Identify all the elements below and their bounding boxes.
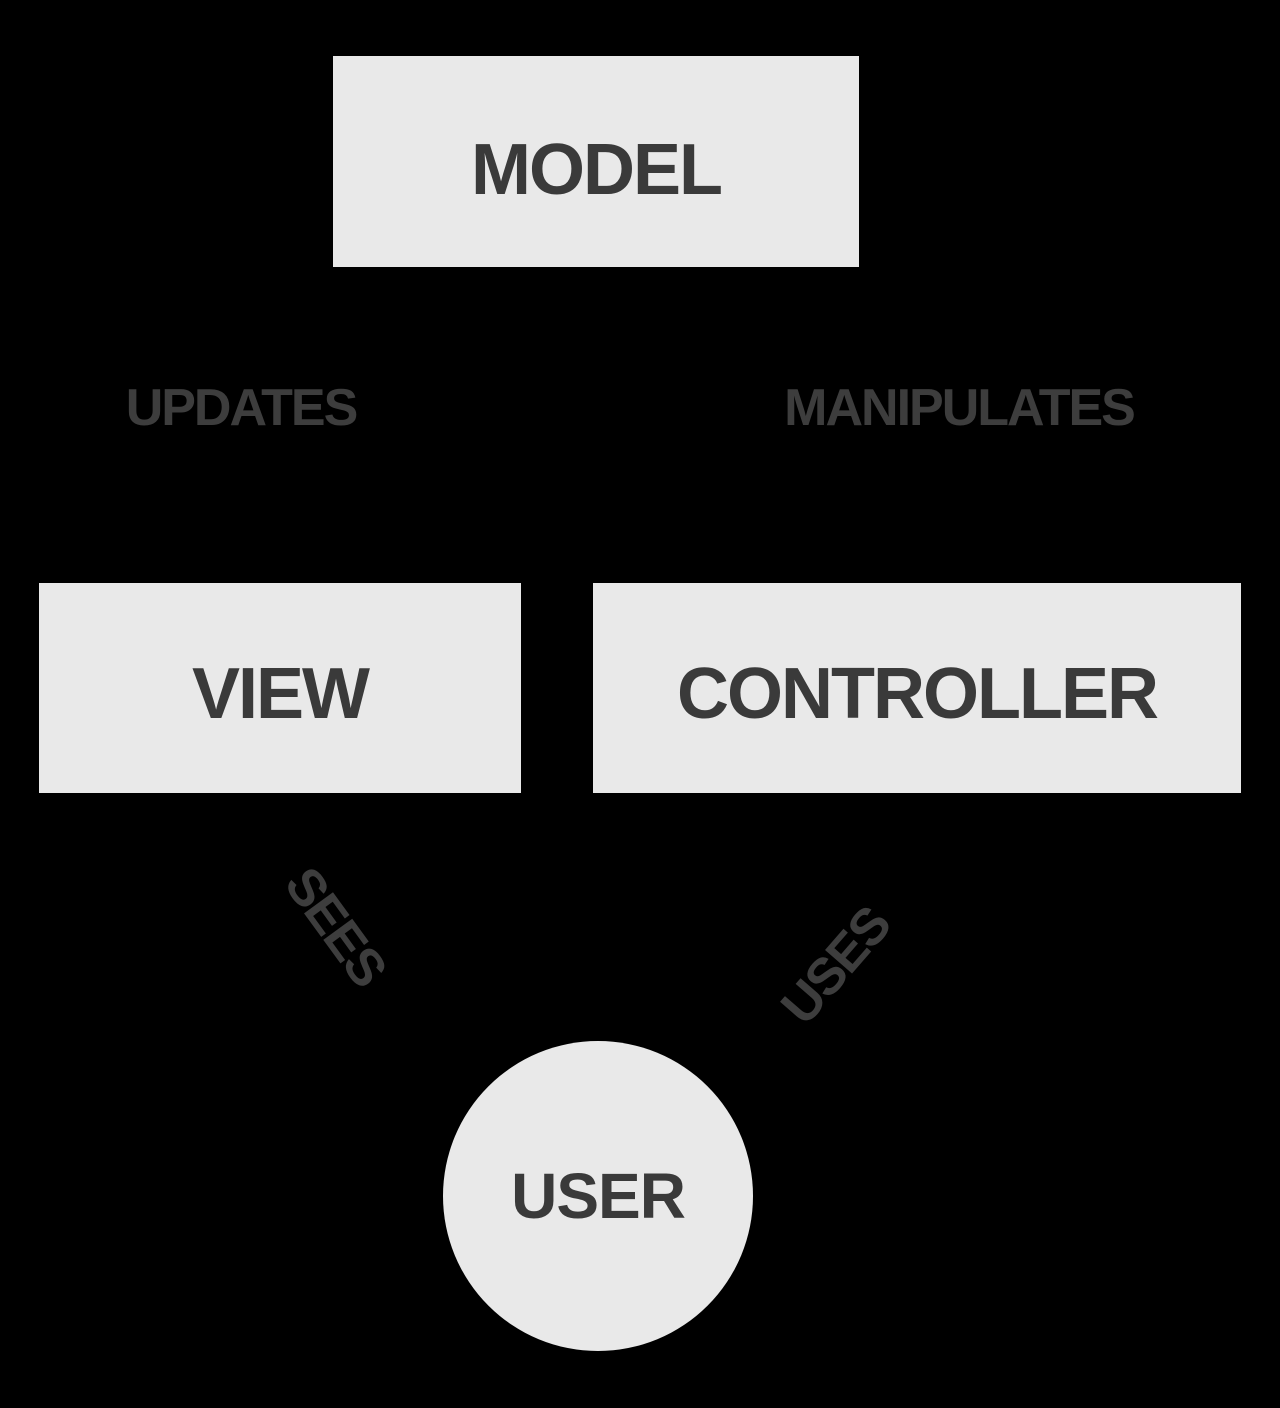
controller-node: CONTROLLER	[593, 583, 1241, 793]
uses-edge-label: USES	[770, 896, 902, 1036]
manipulates-edge-label: MANIPULATES	[784, 379, 1136, 437]
updates-edge-label: UPDATES	[125, 379, 359, 437]
user-node-label: USER	[511, 1160, 686, 1232]
user-node: USER	[443, 1041, 753, 1351]
view-node: VIEW	[39, 583, 521, 793]
sees-edge-label: SEES	[273, 857, 397, 997]
controller-node-label: CONTROLLER	[677, 654, 1159, 734]
model-node-label: MODEL	[471, 129, 723, 210]
view-node-label: VIEW	[191, 654, 370, 734]
model-node: MODEL	[333, 56, 859, 267]
